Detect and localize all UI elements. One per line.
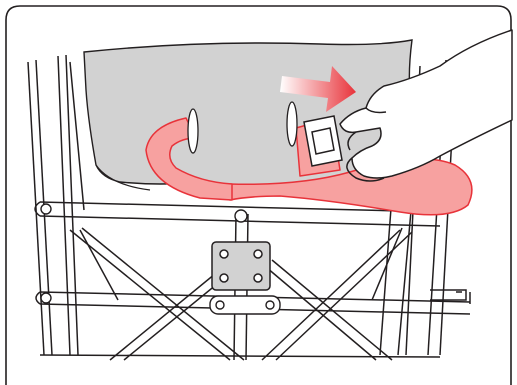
center-hub-plate bbox=[212, 242, 270, 290]
